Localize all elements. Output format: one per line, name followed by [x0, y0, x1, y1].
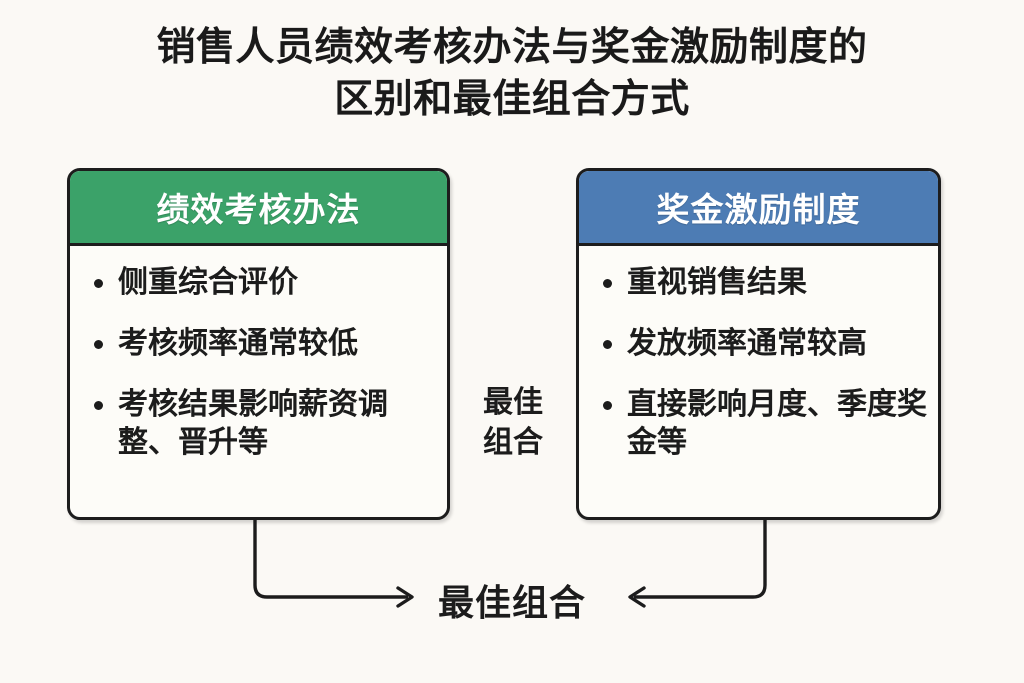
list-item: 直接影响月度、季度奖金等 — [593, 386, 930, 460]
list-item: 考核频率通常较低 — [84, 325, 439, 362]
list-item: 发放频率通常较高 — [593, 325, 930, 362]
page-title-line-1: 销售人员绩效考核办法与奖金激励制度的 — [156, 26, 868, 69]
list-item: 考核结果影响薪资调整、晋升等 — [84, 386, 439, 460]
card-header-bonus-incentive: 奖金激励制度 — [579, 171, 938, 246]
center-label-line-2: 组合 — [483, 425, 543, 459]
card-performance-appraisal: 绩效考核办法 侧重综合评价 考核频率通常较低 考核结果影响薪资调整、晋升等 — [67, 168, 450, 520]
bottom-best-combination-label: 最佳组合 — [437, 582, 586, 623]
list-item: 重视销售结果 — [593, 264, 930, 301]
center-label-line-1: 最佳 — [483, 386, 543, 419]
page-title-line-2: 区别和最佳组合方式 — [334, 77, 690, 121]
bullet-list-performance-appraisal: 侧重综合评价 考核频率通常较低 考核结果影响薪资调整、晋升等 — [84, 264, 439, 461]
bullet-list-bonus-incentive: 重视销售结果 发放频率通常较高 直接影响月度、季度奖金等 — [593, 264, 930, 461]
list-item: 侧重综合评价 — [84, 264, 439, 301]
page-title: 销售人员绩效考核办法与奖金激励制度的 区别和最佳组合方式 — [0, 22, 1024, 126]
card-header-performance-appraisal: 绩效考核办法 — [70, 171, 447, 246]
center-best-combination-label: 最佳 组合 — [455, 383, 571, 463]
card-body-performance-appraisal: 侧重综合评价 考核频率通常较低 考核结果影响薪资调整、晋升等 — [70, 246, 447, 471]
card-bonus-incentive: 奖金激励制度 重视销售结果 发放频率通常较高 直接影响月度、季度奖金等 — [576, 168, 941, 520]
card-body-bonus-incentive: 重视销售结果 发放频率通常较高 直接影响月度、季度奖金等 — [579, 246, 938, 471]
